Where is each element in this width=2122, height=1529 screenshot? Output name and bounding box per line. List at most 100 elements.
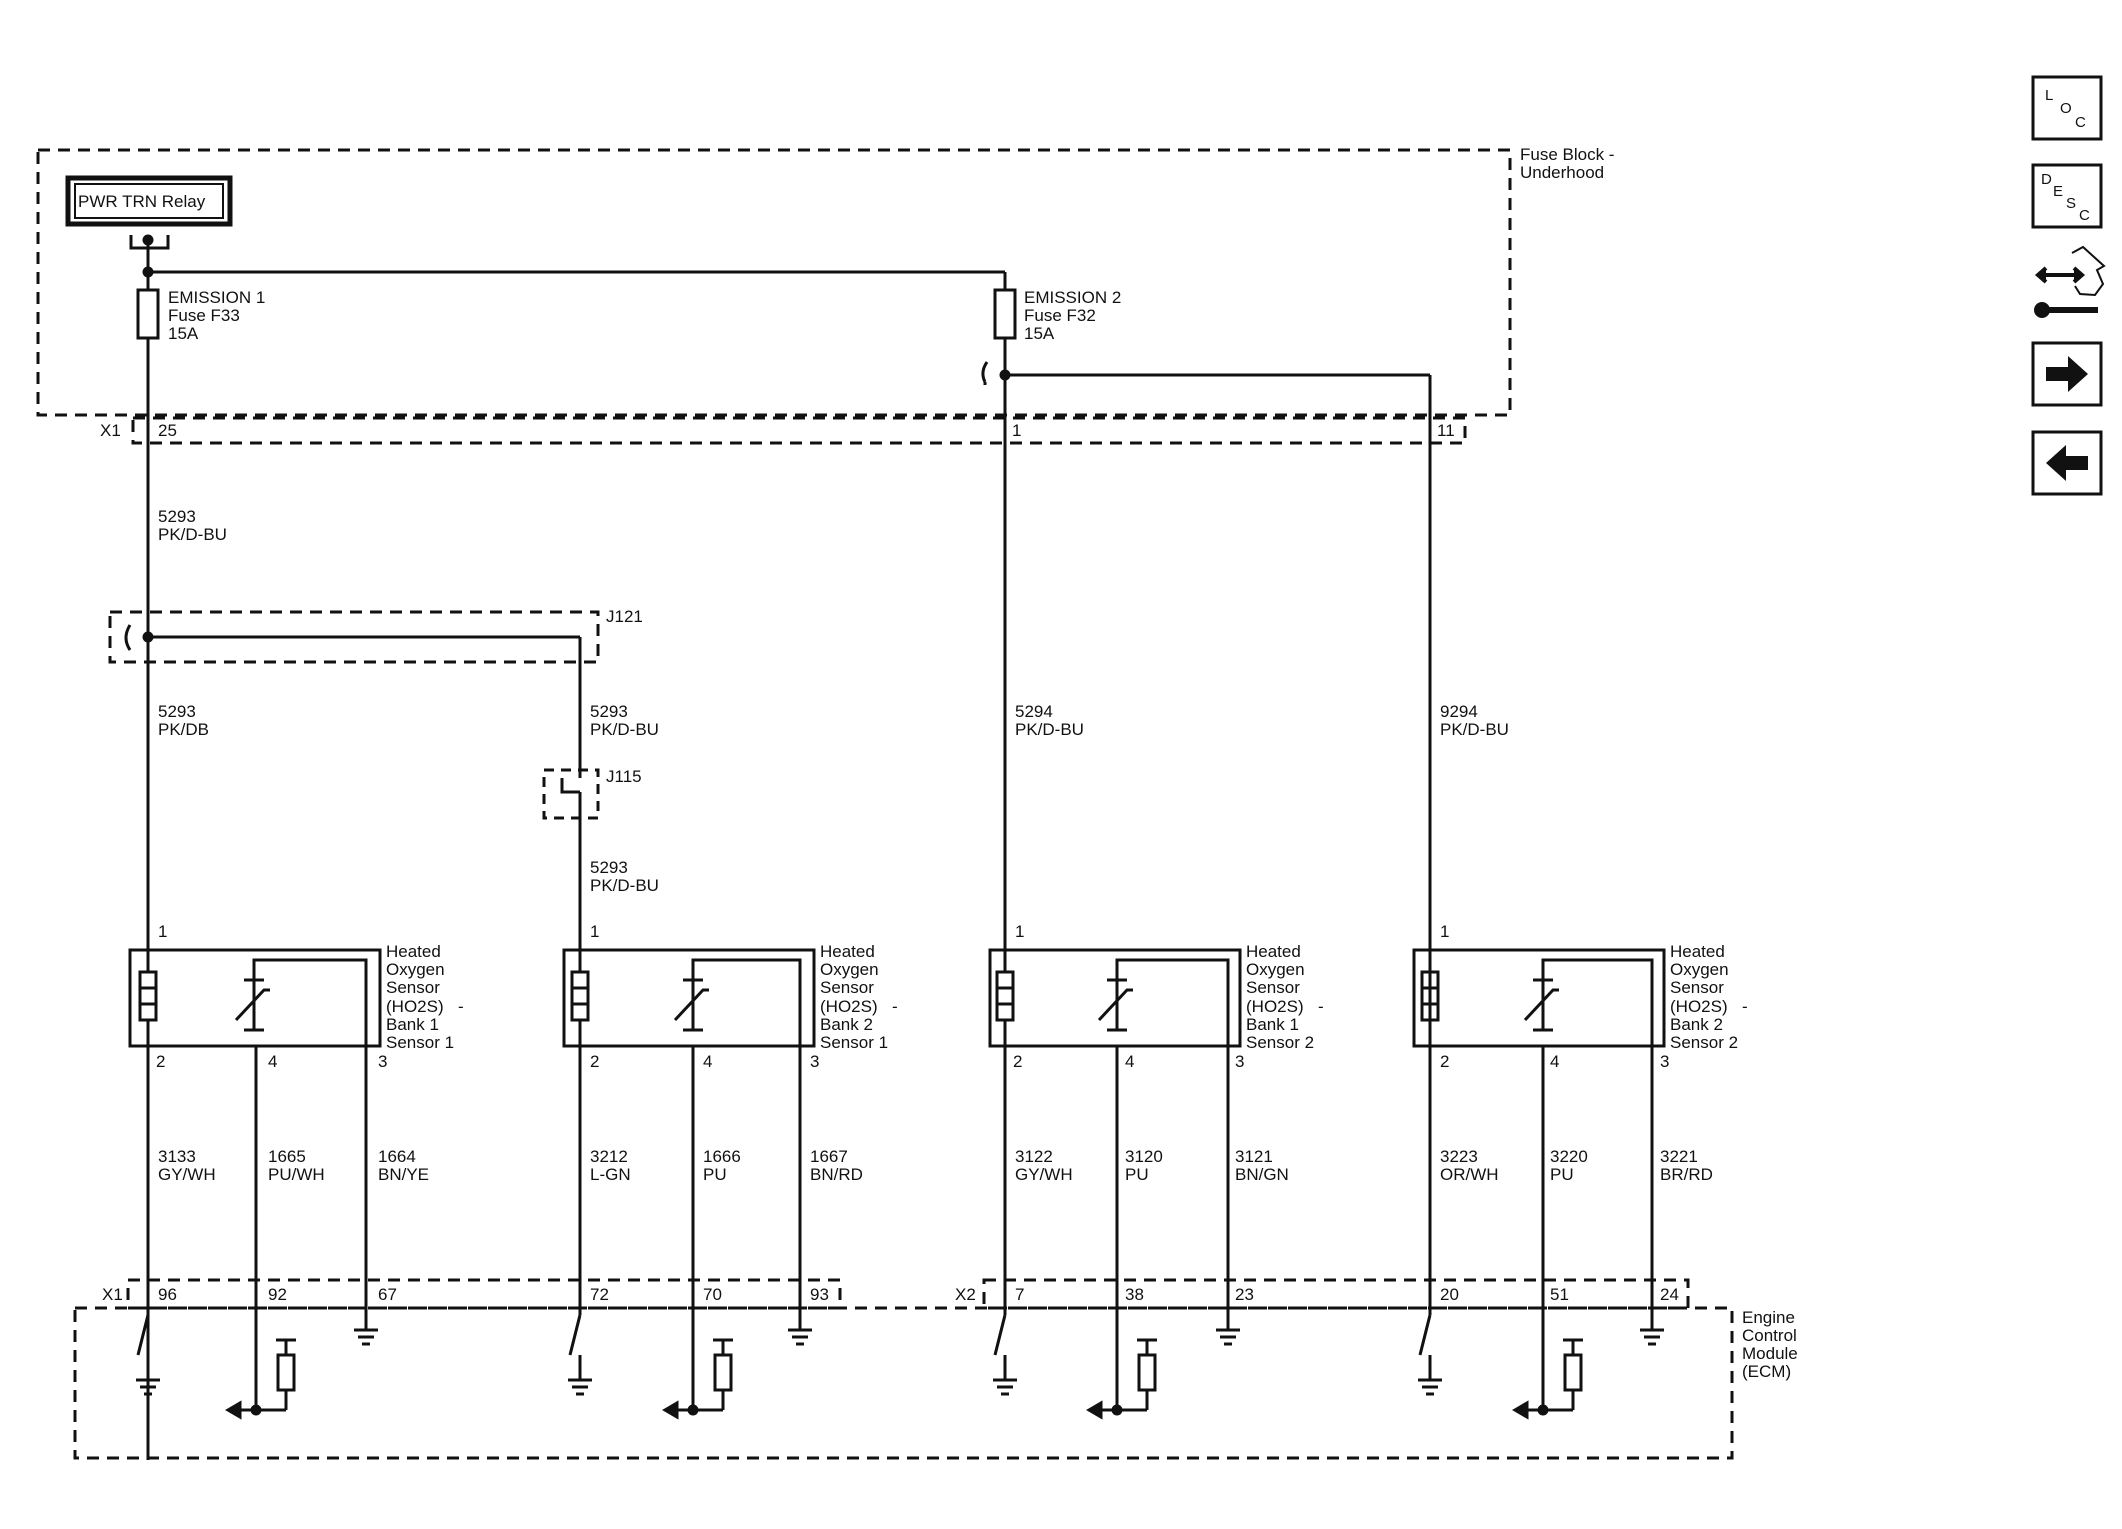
- sensor-pin: 3: [378, 1052, 387, 1071]
- sensor-pin: 4: [268, 1052, 277, 1071]
- sensor-name: Sensor: [1246, 978, 1300, 997]
- fuse-block-connector-id: X1: [100, 421, 121, 440]
- arrow-right-icon[interactable]: [2031, 341, 2103, 407]
- ecm-connector-x2-outline: [982, 1278, 1690, 1310]
- wire-color: PU: [703, 1165, 727, 1184]
- wire-circuit: 5293: [158, 507, 196, 526]
- sensor-pin: 4: [1125, 1052, 1134, 1071]
- splice-j121-outline: [108, 610, 600, 664]
- wire-circuit: 3133: [158, 1147, 196, 1166]
- wire-color: PK/D-BU: [1440, 720, 1509, 739]
- fuse-f32-name: EMISSION 2: [1024, 288, 1121, 307]
- wire-color: BN/RD: [810, 1165, 863, 1184]
- fuse-block-pin: 1: [1012, 421, 1021, 440]
- wire-circuit: 1667: [810, 1147, 848, 1166]
- ecm-label: Engine: [1742, 1308, 1795, 1327]
- wire-circuit: 3223: [1440, 1147, 1478, 1166]
- sensor-pin: 4: [1550, 1052, 1559, 1071]
- ecm-pin: 24: [1660, 1285, 1679, 1304]
- loc-letter: L: [2045, 87, 2053, 104]
- wire-color: PU/WH: [268, 1165, 325, 1184]
- desc-button[interactable]: D E S C: [2031, 163, 2103, 229]
- wire-circuit: 5293: [590, 702, 628, 721]
- wire-color: PK/DB: [158, 720, 209, 739]
- desc-letter: S: [2066, 195, 2076, 212]
- ecm-pin: 38: [1125, 1285, 1144, 1304]
- wire-circuit: 3212: [590, 1147, 628, 1166]
- connector-icon[interactable]: [2034, 245, 2106, 318]
- sensor-pin: 2: [1013, 1052, 1022, 1071]
- sensor-name: -: [892, 997, 898, 1016]
- fuse-block-pin: 25: [158, 421, 177, 440]
- sensor-pin: 2: [1440, 1052, 1449, 1071]
- sensor-pin: 2: [590, 1052, 599, 1071]
- wire-circuit: 3121: [1235, 1147, 1273, 1166]
- sensor-name: (HO2S): [1670, 997, 1728, 1016]
- wire-color: BN/YE: [378, 1165, 429, 1184]
- sensor-name: Bank 1: [1246, 1015, 1299, 1034]
- ecm-connector-id: X1: [102, 1285, 123, 1304]
- ecm-pin: 70: [703, 1285, 722, 1304]
- ecm-label: Control: [1742, 1326, 1797, 1345]
- fuse-f33-rating: 15A: [168, 324, 199, 343]
- sensor-pin: 1: [1440, 922, 1449, 941]
- sensor-name: Heated: [1246, 942, 1301, 961]
- fuse-f32-rating: 15A: [1024, 324, 1055, 343]
- wire-circuit: 1664: [378, 1147, 416, 1166]
- ecm-pin: 96: [158, 1285, 177, 1304]
- wire-circuit: 5293: [158, 702, 196, 721]
- sensor-pin: 2: [156, 1052, 165, 1071]
- sensor-name: Bank 2: [1670, 1015, 1723, 1034]
- ecm-connector-x1-outline: [126, 1278, 842, 1310]
- wire-circuit: 5293: [590, 858, 628, 877]
- sensor-name: Sensor 1: [820, 1033, 888, 1052]
- wire-circuit: 9294: [1440, 702, 1478, 721]
- wire-circuit: 3122: [1015, 1147, 1053, 1166]
- sensor-name: -: [1742, 997, 1748, 1016]
- sensor-name: Oxygen: [386, 960, 445, 979]
- wire-color: GY/WH: [1015, 1165, 1073, 1184]
- sensor-name: Heated: [1670, 942, 1725, 961]
- wire-circuit: 1665: [268, 1147, 306, 1166]
- sensor-pin: 1: [1015, 922, 1024, 941]
- wire-color: PK/D-BU: [1015, 720, 1084, 739]
- fuse-block-label-2: Underhood: [1520, 163, 1604, 182]
- ecm-pin: 67: [378, 1285, 397, 1304]
- wire-circuit: 1666: [703, 1147, 741, 1166]
- loc-button[interactable]: L O C: [2031, 75, 2103, 141]
- desc-letter: D: [2041, 171, 2052, 188]
- sensor-pin: 4: [703, 1052, 712, 1071]
- wire-circuit: 5294: [1015, 702, 1053, 721]
- ecm-pin: 72: [590, 1285, 609, 1304]
- sensor-name: Sensor 2: [1670, 1033, 1738, 1052]
- fuse-block-outline: [36, 148, 1512, 417]
- sensor-name: Oxygen: [820, 960, 879, 979]
- wire-circuit: 3220: [1550, 1147, 1588, 1166]
- sensor-name: Sensor: [386, 978, 440, 997]
- loc-letter: C: [2075, 114, 2086, 131]
- sensor-name: Sensor 1: [386, 1033, 454, 1052]
- arrow-left-icon[interactable]: [2031, 430, 2103, 496]
- wire-color: GY/WH: [158, 1165, 216, 1184]
- sensor-name: Sensor 2: [1246, 1033, 1314, 1052]
- sensor-pin: 1: [158, 922, 167, 941]
- sensor-name: Bank 2: [820, 1015, 873, 1034]
- fuse-f33-id: Fuse F33: [168, 306, 240, 325]
- ecm-pin: 20: [1440, 1285, 1459, 1304]
- sensor-pin: 1: [590, 922, 599, 941]
- ecm-pin: 7: [1015, 1285, 1024, 1304]
- sensor-name: (HO2S): [1246, 997, 1304, 1016]
- fuse-block-label: Fuse Block -: [1520, 145, 1614, 164]
- sensor-name: Oxygen: [1670, 960, 1729, 979]
- desc-letter: E: [2053, 183, 2063, 200]
- wire-color: PK/D-BU: [590, 720, 659, 739]
- sensor-name: -: [1318, 997, 1324, 1016]
- ecm-outline: [73, 1306, 1734, 1460]
- wire-color: BN/GN: [1235, 1165, 1289, 1184]
- loc-letter: O: [2060, 100, 2072, 117]
- sensor-name: (HO2S): [820, 997, 878, 1016]
- sensor-name: Heated: [386, 942, 441, 961]
- wire-color: L-GN: [590, 1165, 631, 1184]
- wire-circuit: 3120: [1125, 1147, 1163, 1166]
